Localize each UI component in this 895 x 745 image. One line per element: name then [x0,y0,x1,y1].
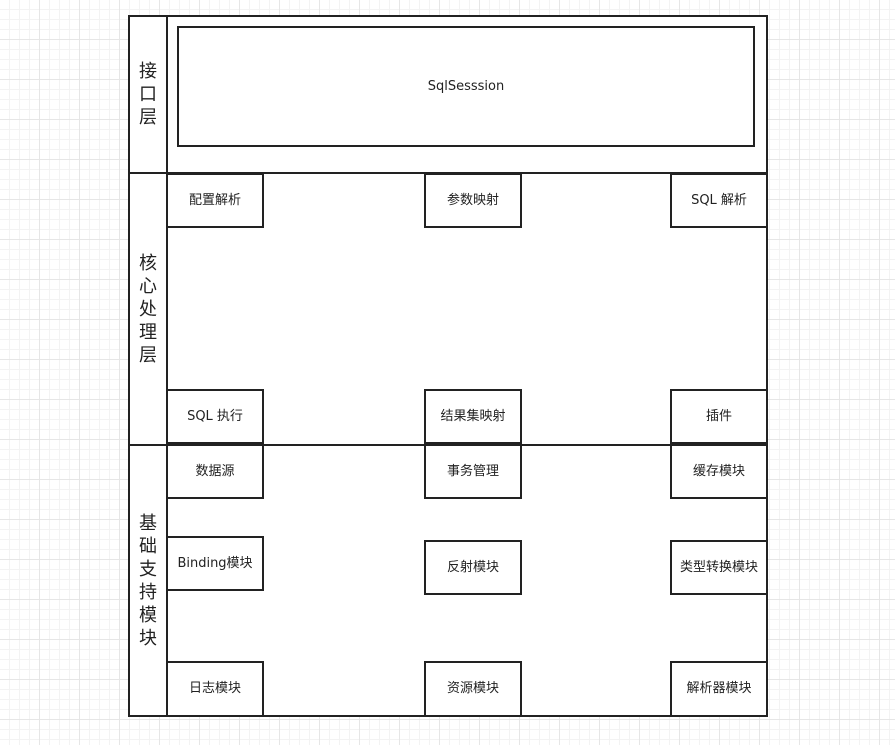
module-logging: 日志模块 [166,661,264,717]
module-resource: 资源模块 [424,661,522,717]
layer-label-base: 基础支持模块 [139,512,157,649]
module-parameter-mapping: 参数映射 [424,173,522,228]
module-config-parsing: 配置解析 [166,173,264,228]
module-sql-parsing: SQL 解析 [670,173,768,228]
module-parser: 解析器模块 [670,661,768,717]
module-type-conversion: 类型转换模块 [670,540,768,595]
module-binding: Binding模块 [166,536,264,591]
module-reflection: 反射模块 [424,540,522,595]
layer-label-interface: 接口层 [139,61,157,128]
module-plugin: 插件 [670,389,768,444]
layer-label-core: 核心处理层 [139,252,157,366]
module-transaction: 事务管理 [424,444,522,499]
module-sql-execution: SQL 执行 [166,389,264,444]
module-result-mapping: 结果集映射 [424,389,522,444]
module-cache: 缓存模块 [670,444,768,499]
module-datasource: 数据源 [166,444,264,499]
label-column-divider [166,15,168,717]
sqlsession-box: SqlSesssion [177,26,755,147]
